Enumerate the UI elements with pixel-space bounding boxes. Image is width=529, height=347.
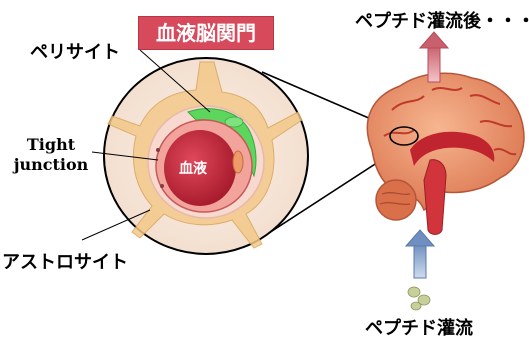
tight-junction-marker <box>156 148 160 152</box>
pericyte-label: ペリサイト <box>30 38 120 64</box>
astrocyte-label: アストロサイト <box>2 248 128 274</box>
arrow-up-perfusion <box>406 230 434 278</box>
peptide-perfusion-label: ペプチド灌流 <box>365 314 473 340</box>
blood-label: 血液 <box>179 158 207 178</box>
peptide-after-perfusion-label: ペプチド灌流後・・・ <box>355 7 529 33</box>
peptide-beads <box>408 287 430 310</box>
endothelial-nucleus <box>233 151 243 173</box>
tight-junction-marker <box>160 184 164 188</box>
diagram-title: 血液脳関門 <box>138 16 274 50</box>
tight-junction-label: Tight junction <box>6 135 96 175</box>
brain-illustration <box>367 73 524 234</box>
